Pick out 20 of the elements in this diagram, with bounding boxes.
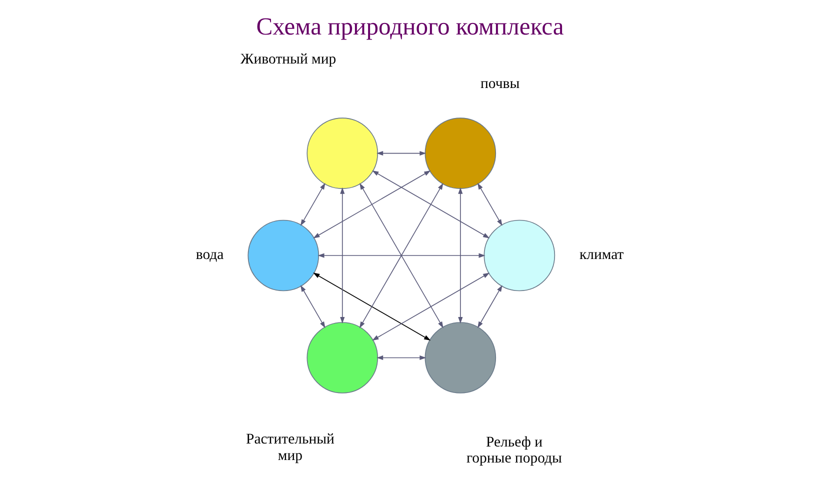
node-label: Рельеф и горные породы xyxy=(466,434,562,467)
node-label: Животный мир xyxy=(240,51,336,68)
diagram-title: Схема природного комплекса xyxy=(256,13,564,40)
arrow xyxy=(477,182,502,226)
arrow xyxy=(372,170,490,238)
arrow xyxy=(458,187,463,324)
arrow xyxy=(300,285,326,328)
arrow xyxy=(376,151,426,156)
arrow xyxy=(340,187,345,324)
node-label: вода xyxy=(196,247,224,264)
arrow xyxy=(313,170,431,238)
arrow xyxy=(300,182,326,226)
arrow xyxy=(478,285,502,328)
arrow xyxy=(372,272,490,341)
arrow xyxy=(318,253,486,258)
arrow xyxy=(313,272,431,341)
arrow xyxy=(376,355,426,360)
node-label: климат xyxy=(579,247,624,264)
node-label: Растительный мир xyxy=(246,432,334,464)
node-label: почвы xyxy=(480,76,520,92)
